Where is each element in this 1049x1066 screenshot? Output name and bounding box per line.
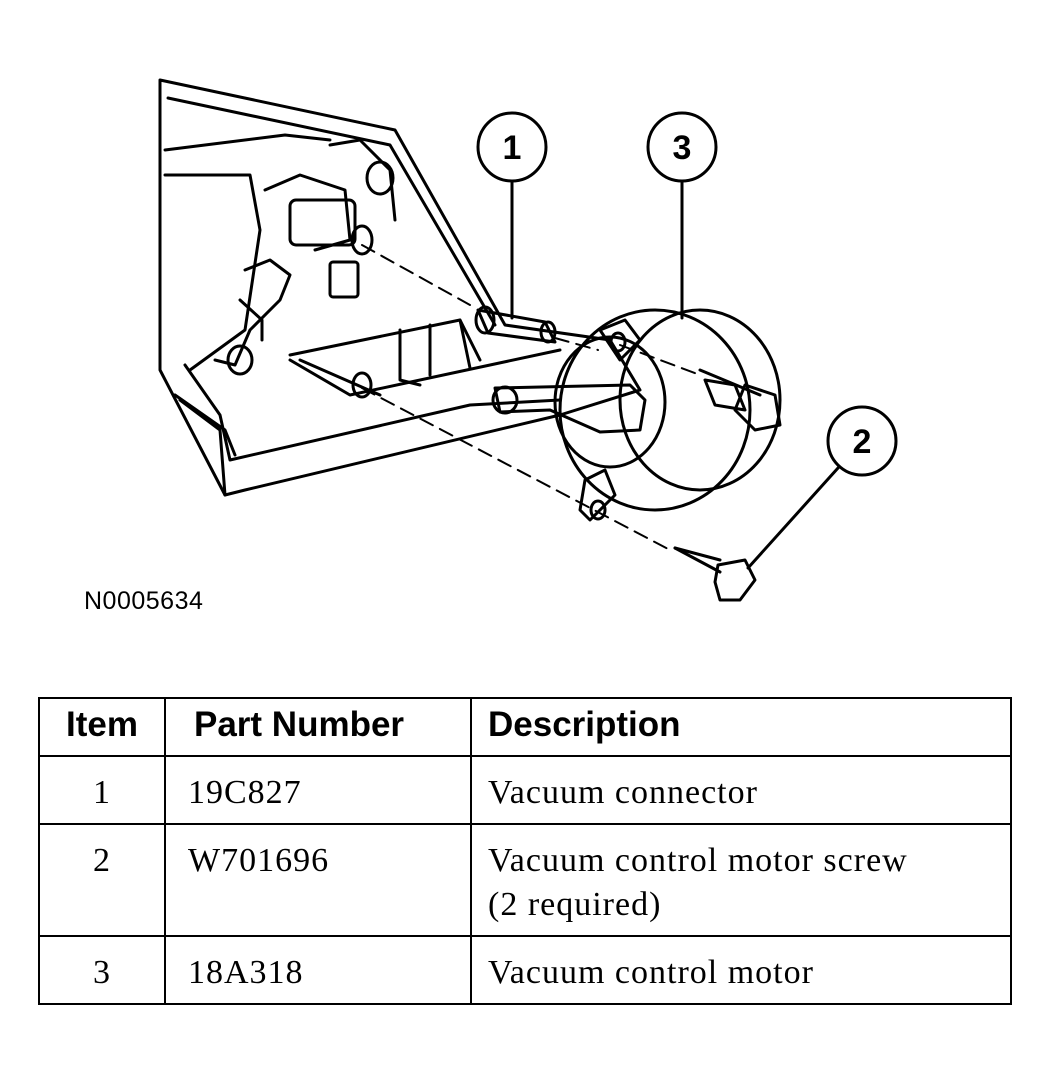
table-row: 2 W701696 Vacuum control motor screw (2 r… — [38, 823, 1012, 937]
cell-part-number: 18A318 — [164, 935, 472, 1005]
description-line: Vacuum control motor screw — [488, 842, 908, 879]
callout-1: 1 — [476, 111, 548, 320]
screw-lower — [673, 546, 757, 602]
housing-assembly — [158, 78, 642, 497]
description-line: Vacuum connector — [488, 774, 758, 811]
cell-item: 1 — [38, 755, 166, 825]
header-item: Item — [38, 697, 166, 757]
cell-description: Vacuum control motor screw (2 required) — [470, 823, 1012, 937]
cell-part-number: W701696 — [164, 823, 472, 937]
callout-label-2: 2 — [853, 423, 872, 461]
header-description: Description — [470, 697, 1012, 757]
header-part-number: Part Number — [164, 697, 472, 757]
alignment-lines — [361, 244, 701, 551]
vacuum-connector — [474, 305, 557, 344]
cell-item: 2 — [38, 823, 166, 937]
figure-id: N0005634 — [84, 587, 204, 615]
description-line: Vacuum control motor — [488, 954, 814, 991]
callout-label-3: 3 — [673, 129, 692, 167]
callout-3: 3 — [646, 111, 718, 320]
callout-label-1: 1 — [503, 129, 522, 167]
vacuum-control-motor — [491, 308, 782, 522]
description-line: (2 required) — [488, 886, 662, 923]
table-row: 1 19C827 Vacuum connector — [38, 755, 1012, 825]
exploded-view-illustration: 1 3 2 — [158, 78, 898, 602]
callout-2: 2 — [746, 405, 898, 570]
table-row: 3 18A318 Vacuum control motor — [38, 935, 1012, 1005]
table-header-row: Item Part Number Description — [38, 697, 1012, 757]
screw-upper — [703, 378, 747, 412]
cell-part-number: 19C827 — [164, 755, 472, 825]
cell-description: Vacuum control motor — [470, 935, 1012, 1005]
cell-description: Vacuum connector — [470, 755, 1012, 825]
cell-item: 3 — [38, 935, 166, 1005]
parts-table: Item Part Number Description 1 19C827 Va… — [38, 697, 1012, 1005]
